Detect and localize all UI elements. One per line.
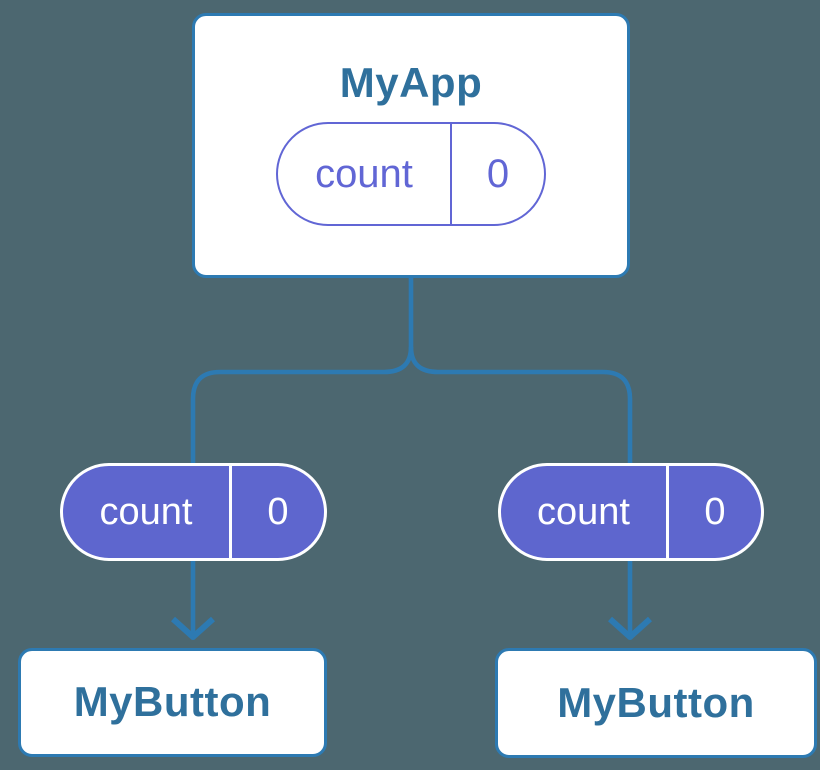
state-pill-value: 0 bbox=[450, 124, 544, 225]
node-myapp-title: MyApp bbox=[339, 59, 483, 106]
node-mybutton-left: MyButton bbox=[18, 648, 327, 757]
state-pill-label: count bbox=[315, 151, 413, 196]
node-mybutton-right: MyButton bbox=[495, 648, 817, 758]
node-mybutton-right-title: MyButton bbox=[557, 678, 755, 726]
prop-pill-right: count 0 bbox=[498, 463, 764, 561]
left-branch-line bbox=[190, 346, 414, 634]
arrow-down-left-icon bbox=[170, 616, 216, 640]
prop-pill-left-label: count bbox=[99, 490, 193, 533]
prop-pill-right-label: count bbox=[537, 490, 630, 533]
prop-pill-left: count 0 bbox=[60, 463, 327, 561]
arrow-down-right-icon bbox=[607, 616, 653, 640]
node-mybutton-left-title: MyButton bbox=[73, 678, 272, 726]
prop-pill-right-value: 0 bbox=[666, 466, 761, 558]
state-pill-myapp: count 0 bbox=[276, 122, 546, 227]
node-myapp: MyApp count 0 bbox=[192, 13, 630, 278]
prop-pill-left-value: 0 bbox=[229, 466, 324, 558]
right-branch-line bbox=[408, 346, 633, 634]
